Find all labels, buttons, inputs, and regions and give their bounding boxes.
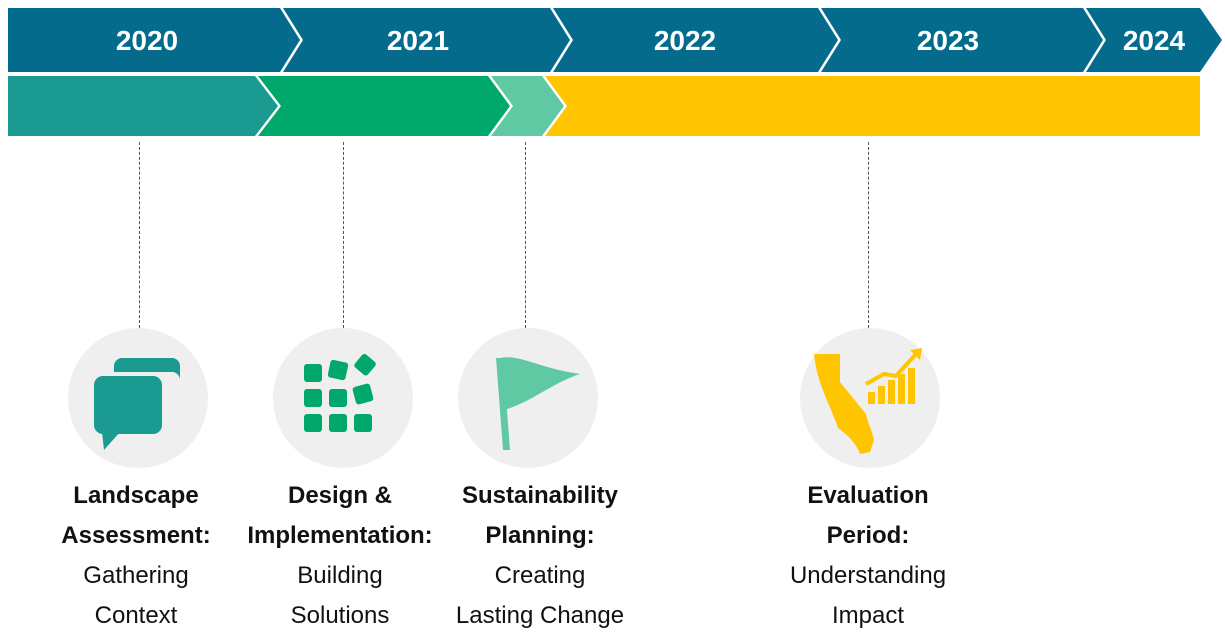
phase-sustainability-planning: Sustainability Planning: Creating Lastin… <box>430 476 650 636</box>
year-label: 2022 <box>654 25 716 56</box>
connector-evaluation <box>868 142 869 328</box>
year-chevron-2022 <box>553 8 838 72</box>
year-chevron-2020 <box>8 8 300 72</box>
phase-title-line: Period: <box>826 522 910 549</box>
phase-landscape-assessment: Landscape Assessment: Gathering Context <box>26 476 246 636</box>
phase-description-line: Lasting Change <box>455 602 625 629</box>
phase-title-line: Implementation: <box>247 522 433 549</box>
connector-design <box>343 142 344 328</box>
year-chevron-2023 <box>821 8 1103 72</box>
connector-landscape <box>139 142 140 328</box>
phase-description-line: Building <box>297 562 383 589</box>
phase-title-line: Assessment: <box>61 522 211 549</box>
phase-description-line: Gathering <box>83 562 189 589</box>
phase-title-line: Planning: <box>485 522 595 549</box>
phase-design-implementation: Design & Implementation: Building Soluti… <box>230 476 450 636</box>
phase-description-line: Understanding <box>789 562 947 589</box>
phase-bar-evaluation <box>545 76 1200 136</box>
california-growth-chart-icon <box>800 328 940 468</box>
year-band <box>8 8 1222 72</box>
phase-bar-landscape <box>8 76 278 136</box>
phase-bar-sustainability <box>491 76 564 136</box>
phase-description-line: Creating <box>494 562 586 589</box>
year-chevron-2021 <box>283 8 570 72</box>
phase-title-line: Design & <box>287 482 392 509</box>
year-chevron-2024 <box>1086 8 1222 72</box>
chat-bubbles-icon <box>68 328 208 468</box>
phase-description-line: Impact <box>831 602 905 629</box>
phase-description-line: Context <box>94 602 178 629</box>
year-label: 2023 <box>917 25 979 56</box>
phase-title-line: Landscape <box>73 482 199 509</box>
phase-bar-design <box>258 76 510 136</box>
year-label: 2021 <box>387 25 449 56</box>
phase-description-line: Solutions <box>290 602 390 629</box>
building-blocks-icon <box>273 328 413 468</box>
phase-title-line: Evaluation <box>807 482 929 509</box>
phase-title-line: Sustainability <box>461 482 619 509</box>
year-label: 2020 <box>116 25 178 56</box>
connector-sustainability <box>525 142 526 328</box>
year-label: 2024 <box>1123 25 1186 56</box>
phase-evaluation-period: Evaluation Period: Understanding Impact <box>758 476 978 636</box>
flag-icon <box>458 328 598 468</box>
timeline-graphic: 2020 2021 2022 2023 2024 <box>8 8 1222 136</box>
